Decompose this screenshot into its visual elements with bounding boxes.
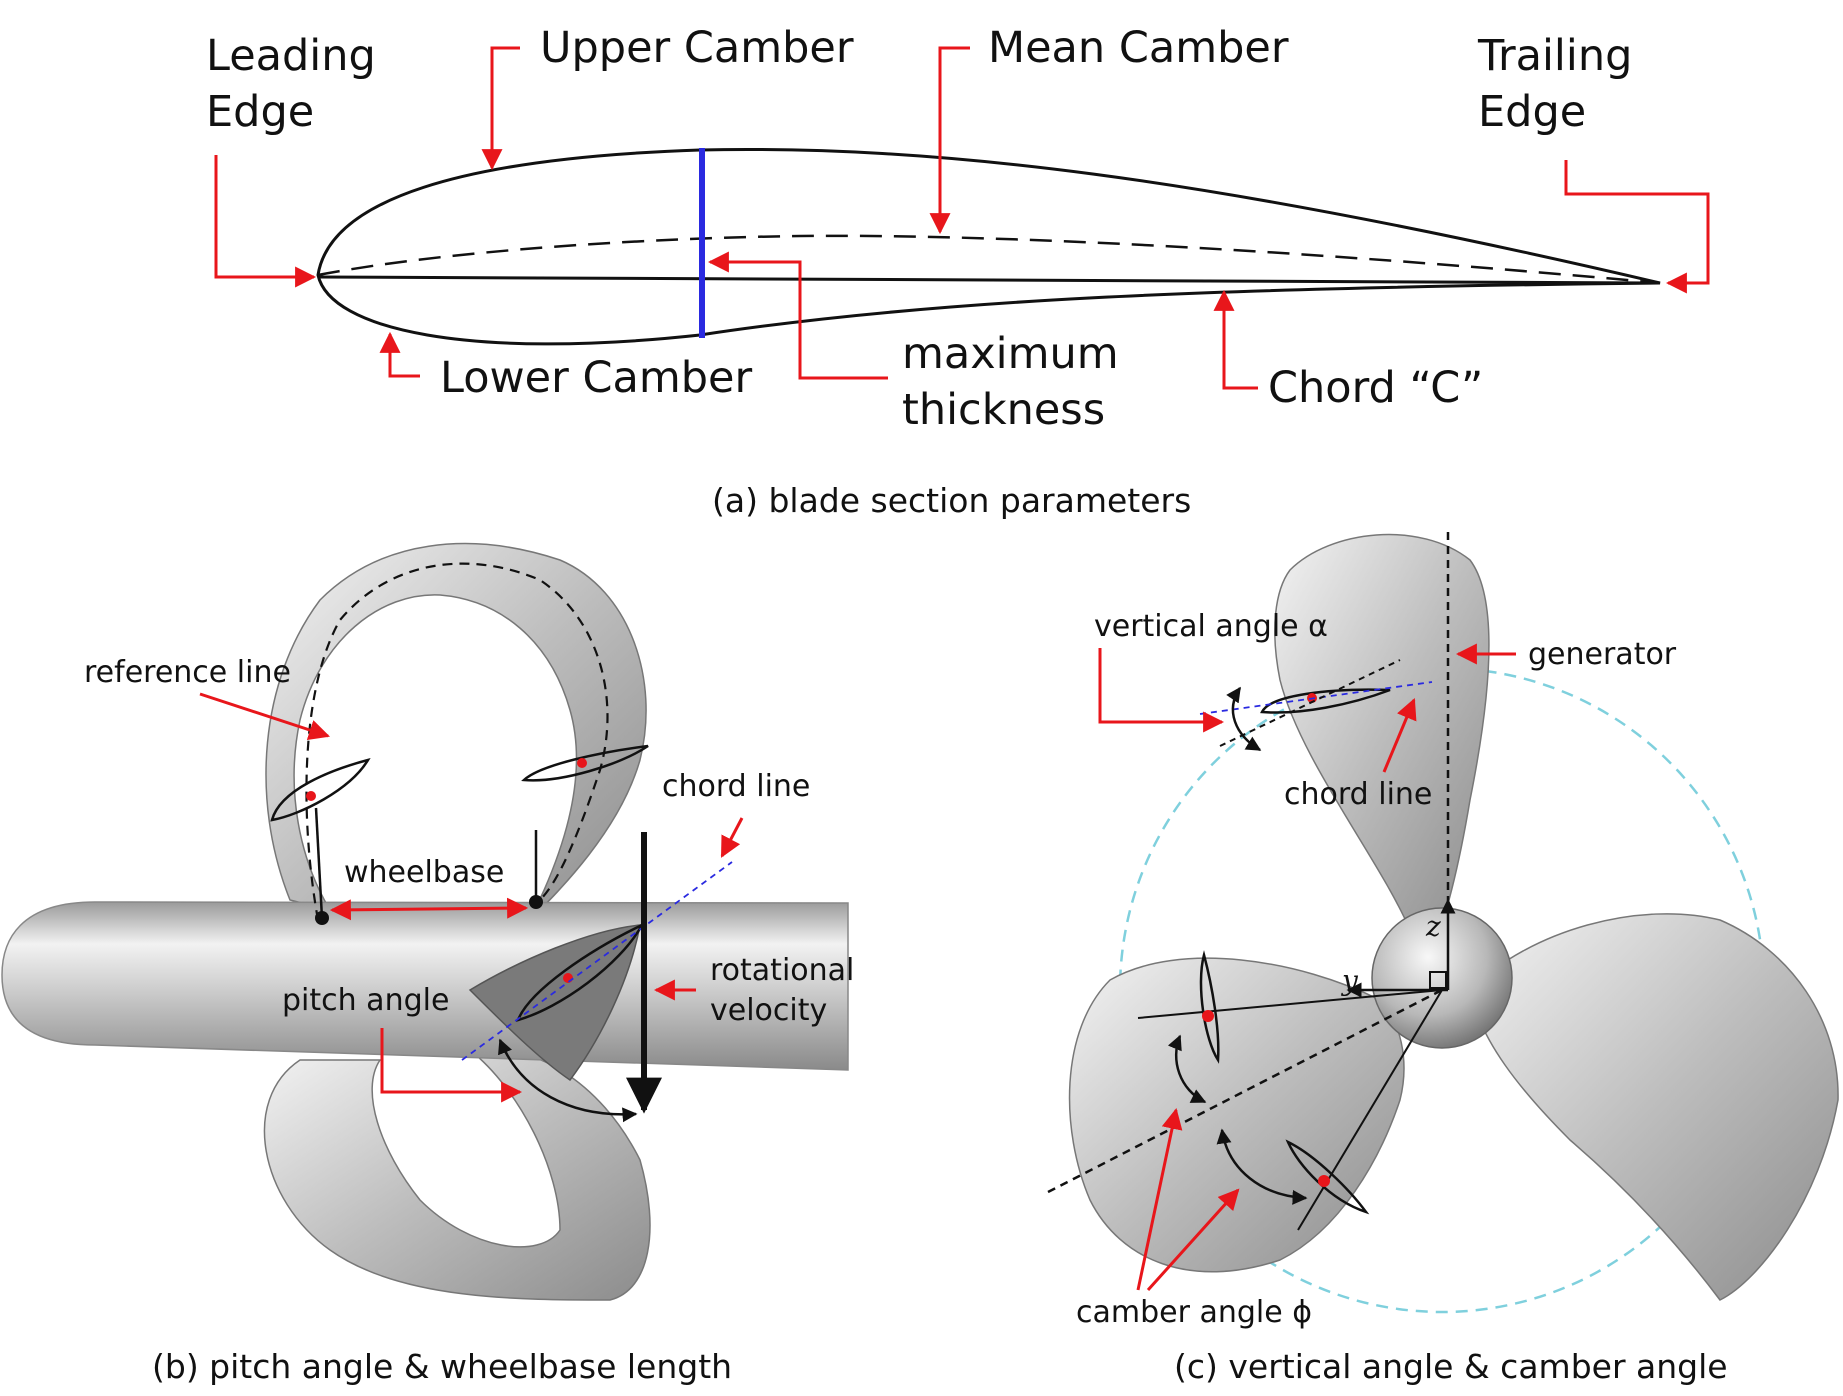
radial-line-lower <box>1297 989 1443 1231</box>
wheelbase-point-right <box>529 895 543 909</box>
mean-camber-line <box>317 234 1661 285</box>
reference-line-callout <box>199 692 330 741</box>
panel-b-pitch-wheelbase: wheelbase reference line chord line rota… <box>1 542 854 1386</box>
axis-z-label: z <box>1425 910 1441 943</box>
chord-line-callout-b <box>720 817 744 858</box>
radial-line-left <box>1137 989 1443 1019</box>
max-thickness-label-1: maximum <box>902 329 1119 379</box>
chord-line-callout-c <box>1382 698 1417 773</box>
wheelbase-arrow <box>329 897 529 921</box>
trailing-edge-callout <box>1564 160 1710 294</box>
mean-camber-callout <box>929 46 970 235</box>
top-blade <box>1274 533 1490 931</box>
left-blade <box>1068 957 1405 1273</box>
foil-point-left-c <box>1202 1010 1214 1022</box>
chord-line <box>317 275 1661 285</box>
foil-point-right <box>577 758 587 768</box>
max-thickness-callout <box>707 251 888 380</box>
caption-c: (c) vertical angle & camber angle <box>1174 1347 1728 1386</box>
right-blade <box>1469 913 1839 1301</box>
camber-angle-label: camber angle ϕ <box>1076 1295 1312 1330</box>
chord-line-label-b: chord line <box>662 769 810 804</box>
stem-left <box>314 807 324 919</box>
lower-camber-label: Lower Camber <box>440 353 752 403</box>
axis-y-label: y <box>1340 964 1359 997</box>
mean-camber-label: Mean Camber <box>988 23 1289 73</box>
generator-label: generator <box>1528 637 1677 672</box>
wheelbase-point-left <box>315 911 329 925</box>
leading-edge-label-2: Edge <box>206 87 314 137</box>
propeller-hub <box>1371 907 1513 1049</box>
chord-line-label-c: chord line <box>1284 777 1432 812</box>
panel-a-blade-section: Leading Edge Upper Camber Mean Camber Tr… <box>206 23 1710 520</box>
chord-callout <box>1213 289 1258 390</box>
max-thickness-label-2: thickness <box>902 385 1105 435</box>
vertical-angle-label: vertical angle α <box>1094 609 1328 644</box>
rotational-velocity-label-2: velocity <box>710 993 827 1028</box>
foil-section-left-c <box>1199 950 1220 1064</box>
foil-section-top <box>1260 688 1391 714</box>
pitch-angle-arc <box>498 1038 638 1123</box>
lower-blade-shape <box>263 1047 651 1301</box>
camber-callout-1 <box>1136 1107 1183 1291</box>
chord-label: Chord “C” <box>1268 363 1483 413</box>
foil-point-front <box>563 973 573 983</box>
leading-edge-label-1: Leading <box>206 31 376 81</box>
vertical-angle-arc <box>1226 686 1262 752</box>
foil-section-left <box>270 758 371 822</box>
pitch-angle-callout <box>380 1028 523 1103</box>
upper-camber-callout <box>481 46 520 171</box>
camber-angle-arc-2 <box>1216 1128 1308 1205</box>
caption-b: (b) pitch angle & wheelbase length <box>152 1347 732 1386</box>
panel-c-vertical-camber: z y vertical angle α generator chord lin… <box>1047 532 1839 1386</box>
wheelbase-label: wheelbase <box>344 855 504 890</box>
caption-a: (a) blade section parameters <box>712 481 1191 520</box>
reference-line-label: reference line <box>84 655 291 690</box>
foil-point-left <box>306 791 316 801</box>
camber-callout-2 <box>1146 1188 1240 1292</box>
vertical-angle-callout <box>1098 648 1225 733</box>
right-angle-marker <box>1429 971 1447 989</box>
foil-point-lower-c <box>1318 1175 1330 1187</box>
rotational-velocity-label-1: rotational <box>710 953 854 988</box>
lower-camber-callout <box>379 331 420 378</box>
camber-angle-arc-1 <box>1167 1034 1207 1104</box>
leading-edge-callout <box>214 155 317 288</box>
airfoil-outline <box>316 147 1661 346</box>
foil-section-right <box>521 744 649 782</box>
trailing-edge-label-1: Trailing <box>1477 31 1632 81</box>
trailing-edge-label-2: Edge <box>1478 87 1586 137</box>
upper-camber-label: Upper Camber <box>540 23 854 73</box>
chord-line-b <box>461 861 733 1061</box>
pitch-angle-label: pitch angle <box>282 983 449 1018</box>
oblique-reference-line <box>1047 988 1443 1194</box>
